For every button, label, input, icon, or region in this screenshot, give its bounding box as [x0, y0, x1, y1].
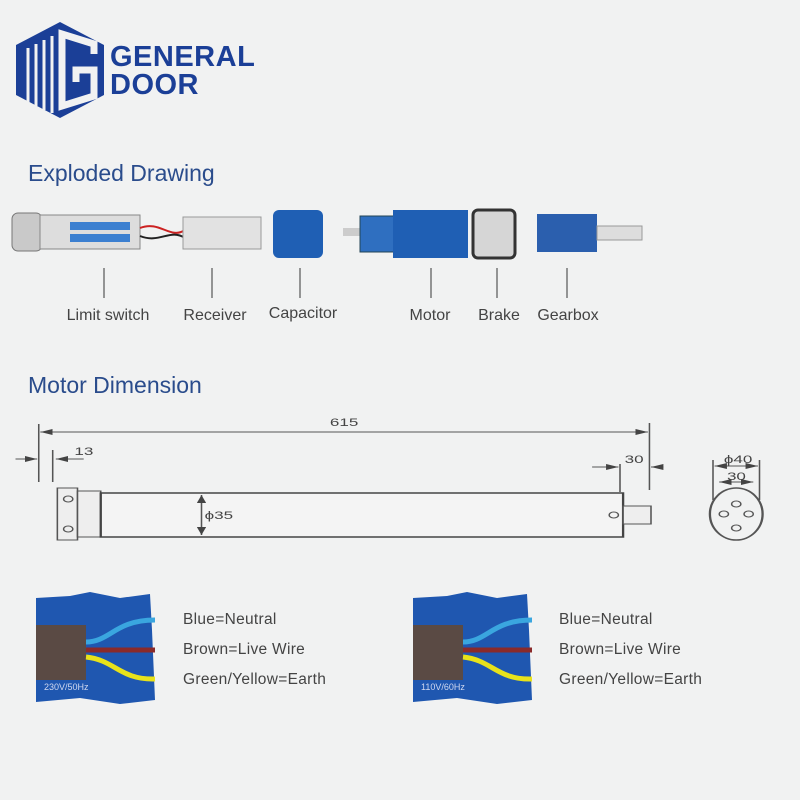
part-label-motor: Motor — [409, 307, 451, 324]
receiver-part — [182, 216, 262, 250]
wire-label-brown: Brown=Live Wire — [183, 641, 306, 658]
motor-dimension-heading: Motor Dimension — [28, 372, 202, 398]
part-label-capacitor: Capacitor — [268, 305, 338, 322]
dim-head-length: 13 — [74, 446, 93, 458]
wire-label-brown: Brown=Live Wire — [559, 641, 682, 658]
wire-label-earth: Green/Yellow=Earth — [559, 671, 703, 688]
wiring-diagram-110v: 110V/60Hz — [413, 592, 533, 704]
wiring-diagram-230v: 230V/50Hz — [36, 592, 156, 704]
dim-end-inner: 30 — [727, 471, 746, 483]
general-door-logo-icon — [16, 22, 104, 118]
wire-label-blue: Blue=Neutral — [183, 611, 277, 628]
part-label-brake: Brake — [478, 307, 520, 324]
brand-line1: GENERAL — [110, 41, 256, 73]
exploded-drawing-heading: Exploded Drawing — [28, 160, 215, 186]
voltage-label: 230V/50Hz — [44, 682, 89, 692]
capacitor-part — [273, 210, 323, 258]
wires — [139, 225, 186, 240]
motor-part — [343, 210, 468, 258]
dim-end-diameter: ϕ40 — [724, 454, 753, 466]
brake-part — [471, 208, 517, 260]
voltage-label: 110V/60Hz — [421, 682, 465, 692]
part-label-receiver: Receiver — [183, 307, 247, 324]
gearbox-part — [537, 214, 643, 252]
dim-total-length: 615 — [330, 417, 358, 429]
exploded-parts-drawing — [11, 208, 643, 298]
part-label-gearbox: Gearbox — [537, 307, 599, 324]
wire-label-blue: Blue=Neutral — [559, 611, 653, 628]
dim-tube-diameter: ϕ35 — [205, 510, 234, 522]
dim-shaft-length: 30 — [625, 454, 644, 466]
brand-line2: DOOR — [110, 69, 199, 101]
leader-lines — [103, 268, 568, 298]
part-label-limit-switch: Limit switch — [66, 307, 150, 324]
wire-label-earth: Green/Yellow=Earth — [183, 671, 327, 688]
motor-dimension-drawing: 615 13 30 ϕ35 ϕ40 30 — [15, 417, 764, 541]
limit-switch-part — [11, 212, 141, 252]
